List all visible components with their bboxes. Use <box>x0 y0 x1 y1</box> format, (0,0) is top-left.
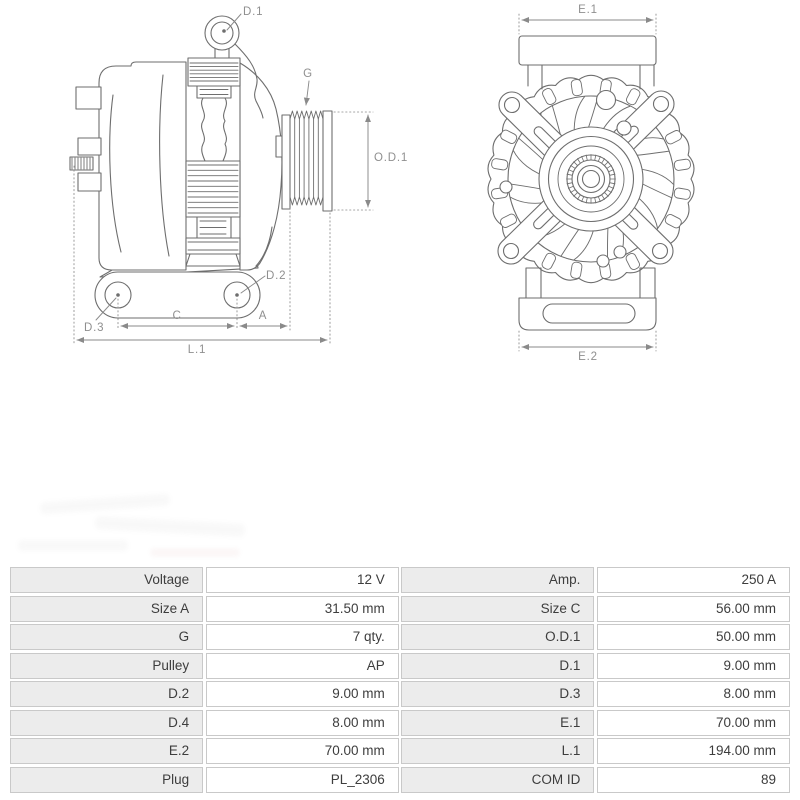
spec-label-cell: COM ID <box>401 766 595 793</box>
spec-label-cell: Plug <box>10 766 204 793</box>
spec-value-cell: 12 V <box>205 567 399 593</box>
alternator-technical-drawing: D.1 G O.D.1 D.2 D.3 C A L.1 E.1 E.2 <box>69 4 695 363</box>
spec-value-cell: PL_2306 <box>205 766 399 793</box>
spec-value-cell: 56.00 mm <box>596 595 790 622</box>
housing-ribs <box>187 62 239 251</box>
dim-label-d2: D.2 <box>266 270 286 282</box>
spec-value-cell: 9.00 mm <box>205 681 399 707</box>
spec-value-cell: 8.00 mm <box>205 709 399 736</box>
table-row: E.2 70.00 mm L.1 194.00 mm <box>10 738 790 764</box>
spec-table: Voltage 12 V Amp. 250 A Size A 31.50 mm … <box>10 567 790 793</box>
table-row: Pulley AP D.1 9.00 mm <box>10 652 790 679</box>
spec-label-cell: Size C <box>401 595 595 622</box>
dim-label-d1: D.1 <box>243 6 263 18</box>
spec-value-cell: 250 A <box>596 567 790 593</box>
spec-label-cell: D.2 <box>10 681 204 707</box>
spec-value-cell: 50.00 mm <box>596 624 790 650</box>
spec-value-cell: 31.50 mm <box>205 595 399 622</box>
table-row: D.2 9.00 mm D.3 8.00 mm <box>10 681 790 707</box>
spec-value-cell: 70.00 mm <box>596 709 790 736</box>
table-row: G 7 qty. O.D.1 50.00 mm <box>10 624 790 650</box>
spec-label-cell: Amp. <box>401 567 595 593</box>
spec-value-cell: 8.00 mm <box>596 681 790 707</box>
dim-label-e1: E.1 <box>578 4 598 16</box>
spec-label-cell: G <box>10 624 204 650</box>
table-row: Voltage 12 V Amp. 250 A <box>10 567 790 593</box>
spec-value-cell: AP <box>205 652 399 679</box>
dim-label-c: C <box>172 310 181 322</box>
pulley-grooves <box>289 110 324 206</box>
spec-label-cell: O.D.1 <box>401 624 595 650</box>
dim-label-e2: E.2 <box>578 351 598 363</box>
spec-label-cell: Voltage <box>10 567 204 593</box>
spec-value-cell: 89 <box>596 766 790 793</box>
spec-label-cell: Size A <box>10 595 204 622</box>
table-row: Size A 31.50 mm Size C 56.00 mm <box>10 595 790 622</box>
dim-label-od1: O.D.1 <box>374 152 408 164</box>
dimension-lines <box>73 13 657 352</box>
spec-value-cell: 9.00 mm <box>596 652 790 679</box>
table-row: D.4 8.00 mm E.1 70.00 mm <box>10 709 790 736</box>
spline-teeth <box>566 154 616 204</box>
watermark-smudge <box>150 548 240 557</box>
spec-label-cell: E.1 <box>401 709 595 736</box>
dim-label-d3: D.3 <box>84 322 104 334</box>
spec-label-cell: L.1 <box>401 738 595 764</box>
dim-label-l1: L.1 <box>188 344 206 356</box>
spec-label-cell: Pulley <box>10 652 204 679</box>
table-row: Plug PL_2306 COM ID 89 <box>10 766 790 793</box>
spec-value-cell: 7 qty. <box>205 624 399 650</box>
spec-value-cell: 194.00 mm <box>596 738 790 764</box>
spec-label-cell: E.2 <box>10 738 204 764</box>
dim-label-g: G <box>303 68 313 80</box>
side-view <box>69 15 333 319</box>
pulley <box>281 110 333 212</box>
shaft-hub <box>538 126 644 232</box>
watermark-smudge <box>18 540 128 551</box>
scalloped-rim <box>487 74 695 284</box>
spec-label-cell: D.4 <box>10 709 204 736</box>
front-view <box>487 35 695 331</box>
d1-hole-center <box>222 29 226 33</box>
spec-label-cell: D.1 <box>401 652 595 679</box>
spec-value-cell: 70.00 mm <box>205 738 399 764</box>
dim-label-a: A <box>259 310 267 322</box>
mounting-feet <box>94 271 261 319</box>
threaded-stud <box>71 157 91 170</box>
spec-label-cell: D.3 <box>401 681 595 707</box>
